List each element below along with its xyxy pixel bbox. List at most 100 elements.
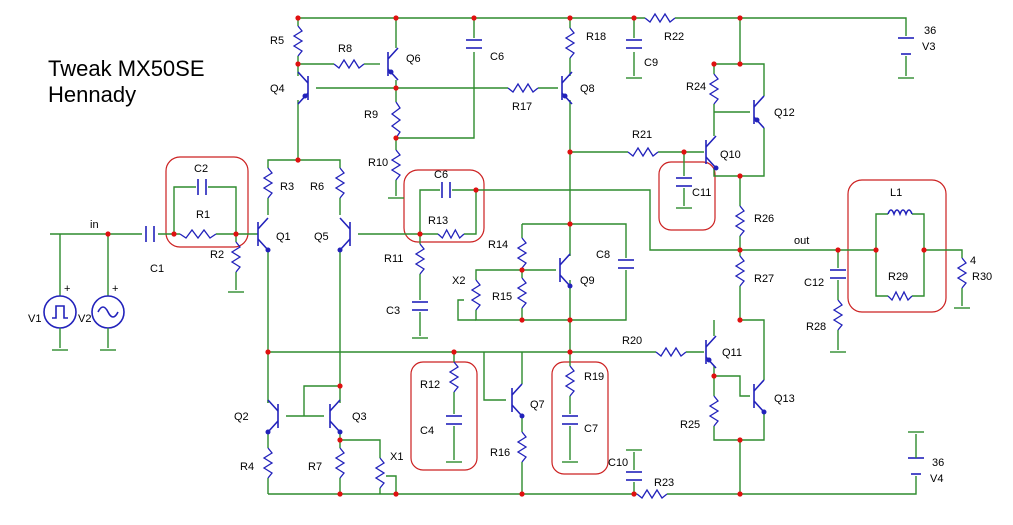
label-x2: X2 [452,275,465,287]
label-r4: R4 [240,461,254,473]
junction-dot [337,383,343,389]
resistor-r13 [437,228,465,240]
label-q2: Q2 [234,411,249,423]
label-v4: V4 [930,473,943,485]
value-v4: 36 [932,457,944,469]
transistor-q7-collector [511,383,523,396]
junction-dot [393,15,399,21]
resistor-r30 [956,257,968,289]
source-v2: + V2 [78,283,125,348]
label-c3: C3 [386,305,400,317]
label-r14: R14 [488,239,508,251]
resistor-r20 [655,346,687,358]
junction-dot [417,231,423,237]
junction-dot [519,317,525,323]
label-r27: R27 [754,273,774,285]
label-q6: Q6 [406,53,421,65]
junctions [105,15,927,497]
svg-text:+: + [112,283,118,295]
junction-dot [295,15,301,21]
label-r25: R25 [680,419,700,431]
resistor-r12 [448,361,460,393]
label-c11: C11 [692,187,711,199]
battery-v3: 36 V3 [898,25,936,55]
junction-dot [519,267,525,273]
label-q8: Q8 [580,83,595,95]
resistor-r17 [507,82,539,94]
label-r26: R26 [754,213,774,225]
label-c10: C10 [608,457,628,469]
transistor-q4-arrow [302,93,308,99]
label-q3: Q3 [352,411,367,423]
resistor-r27 [734,255,746,287]
transistor-q12-collector [753,95,765,108]
transistor-q8-collector [561,71,573,84]
junction-dot [873,247,879,253]
junction-dot [393,491,399,497]
transistor-q6-arrow [388,69,394,75]
junction-dot [711,61,717,67]
transistor-q10-arrow [713,165,719,171]
label-r29: R29 [888,271,908,283]
label-c7: C7 [584,423,598,435]
label-r23: R23 [654,477,674,489]
resistor-r24 [708,73,720,105]
wires [50,17,963,495]
transistor-q2-arrow [265,429,271,435]
resistor-r15 [516,277,528,309]
resistor-r6 [334,167,346,199]
label-c8: C8 [596,249,610,261]
resistor-r9 [390,101,402,139]
junction-dot [337,491,343,497]
label-v2: V2 [78,313,91,325]
battery-v4: 36 V4 [908,448,944,485]
transistor-q5-arrow [337,247,343,253]
junction-dot [737,491,743,497]
label-r10: R10 [368,157,388,169]
resistor-r25 [708,395,720,427]
transistor-q1-arrow [265,247,271,253]
transistor-q3-arrow [337,429,343,435]
junction-dot [737,173,743,179]
junction-dot [681,149,687,155]
label-r12: R12 [420,379,440,391]
transistor-q3-collector [329,399,341,412]
potentiometer-x2 [470,279,482,311]
label-c6b: C6 [434,169,448,181]
net-in: in [90,219,99,231]
junction-dot [567,15,573,21]
label-c12: C12 [804,277,824,289]
transistor-q11-collector [705,335,717,348]
potentiometer-x1 [374,457,386,489]
junction-dot [835,247,841,253]
label-c1: C1 [150,263,164,275]
label-r5: R5 [270,35,284,47]
label-r18: R18 [586,31,606,43]
highlight-boxes [165,156,947,475]
junction-dot [567,349,573,355]
junction-dot [711,373,717,379]
junction-dot [921,247,927,253]
resistor-r1 [179,228,217,240]
junction-dot [567,221,573,227]
resistor-r5 [292,25,304,57]
label-r17: R17 [512,101,532,113]
label-q1: Q1 [276,231,291,243]
capacitors [145,39,846,481]
label-l1: L1 [890,187,902,199]
value-r30: 4 [970,255,976,267]
label-r19: R19 [584,371,604,383]
label-q4: Q4 [270,83,285,95]
transistor-q7-arrow [519,413,525,419]
label-v1: V1 [28,313,41,325]
resistor-r26 [734,205,746,237]
label-v3: V3 [922,41,935,53]
label-q12: Q12 [774,107,795,119]
transistor-q10-collector [705,135,717,148]
junction-dot [393,85,399,91]
junction-dot [737,61,743,67]
junction-dot [473,187,479,193]
net-out: out [794,235,809,247]
transistor-q8-arrow [562,93,568,99]
